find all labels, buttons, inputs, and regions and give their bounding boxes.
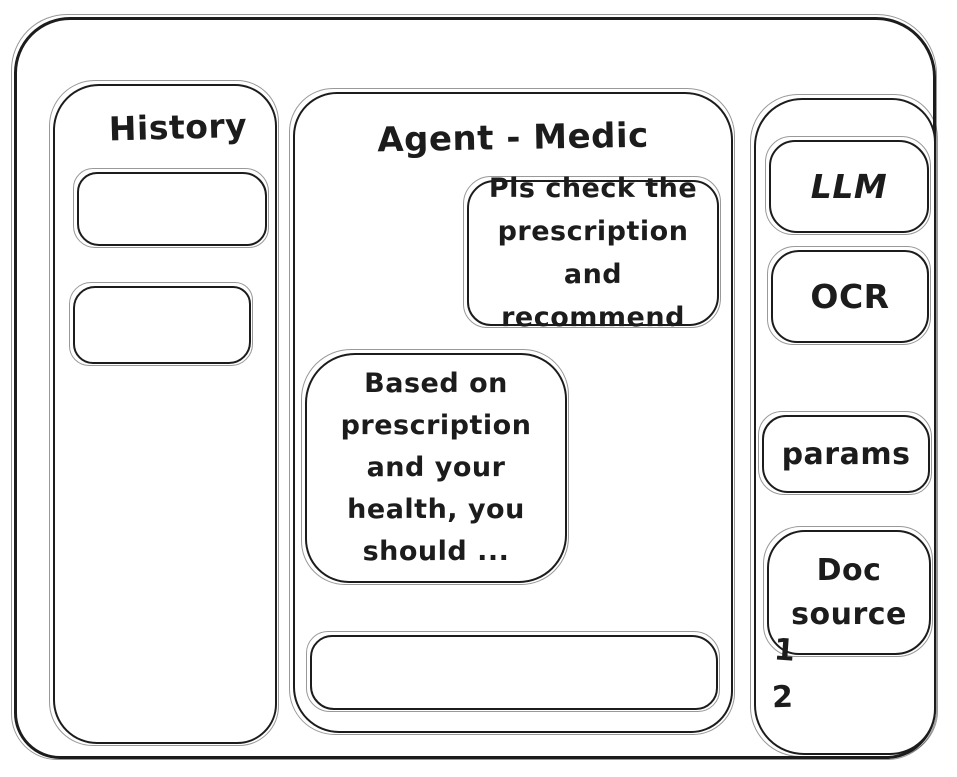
ocr-button[interactable]: OCR xyxy=(767,246,931,345)
chat-panel: Agent - Medic Pls check the prescription… xyxy=(289,88,735,735)
app-window: History Agent - Medic Pls check the pres… xyxy=(11,14,938,760)
assistant-message-bubble: Based on prescription and your health, y… xyxy=(301,349,569,585)
tools-sidebar: LLM OCR params Doc source 1 2 xyxy=(750,94,938,757)
history-sidebar: History xyxy=(49,80,279,746)
history-item[interactable] xyxy=(73,168,269,248)
chat-input[interactable] xyxy=(306,631,720,712)
llm-button[interactable]: LLM xyxy=(765,136,931,235)
user-message-bubble: Pls check the prescription and recommend xyxy=(463,173,721,333)
chat-title: Agent - Medic xyxy=(376,115,650,161)
doc-source-item-number: 1 xyxy=(772,632,797,669)
doc-source-item-number: 2 xyxy=(771,679,794,716)
params-button[interactable]: params xyxy=(758,411,932,495)
history-title: History xyxy=(108,105,248,149)
history-item[interactable] xyxy=(69,282,253,366)
